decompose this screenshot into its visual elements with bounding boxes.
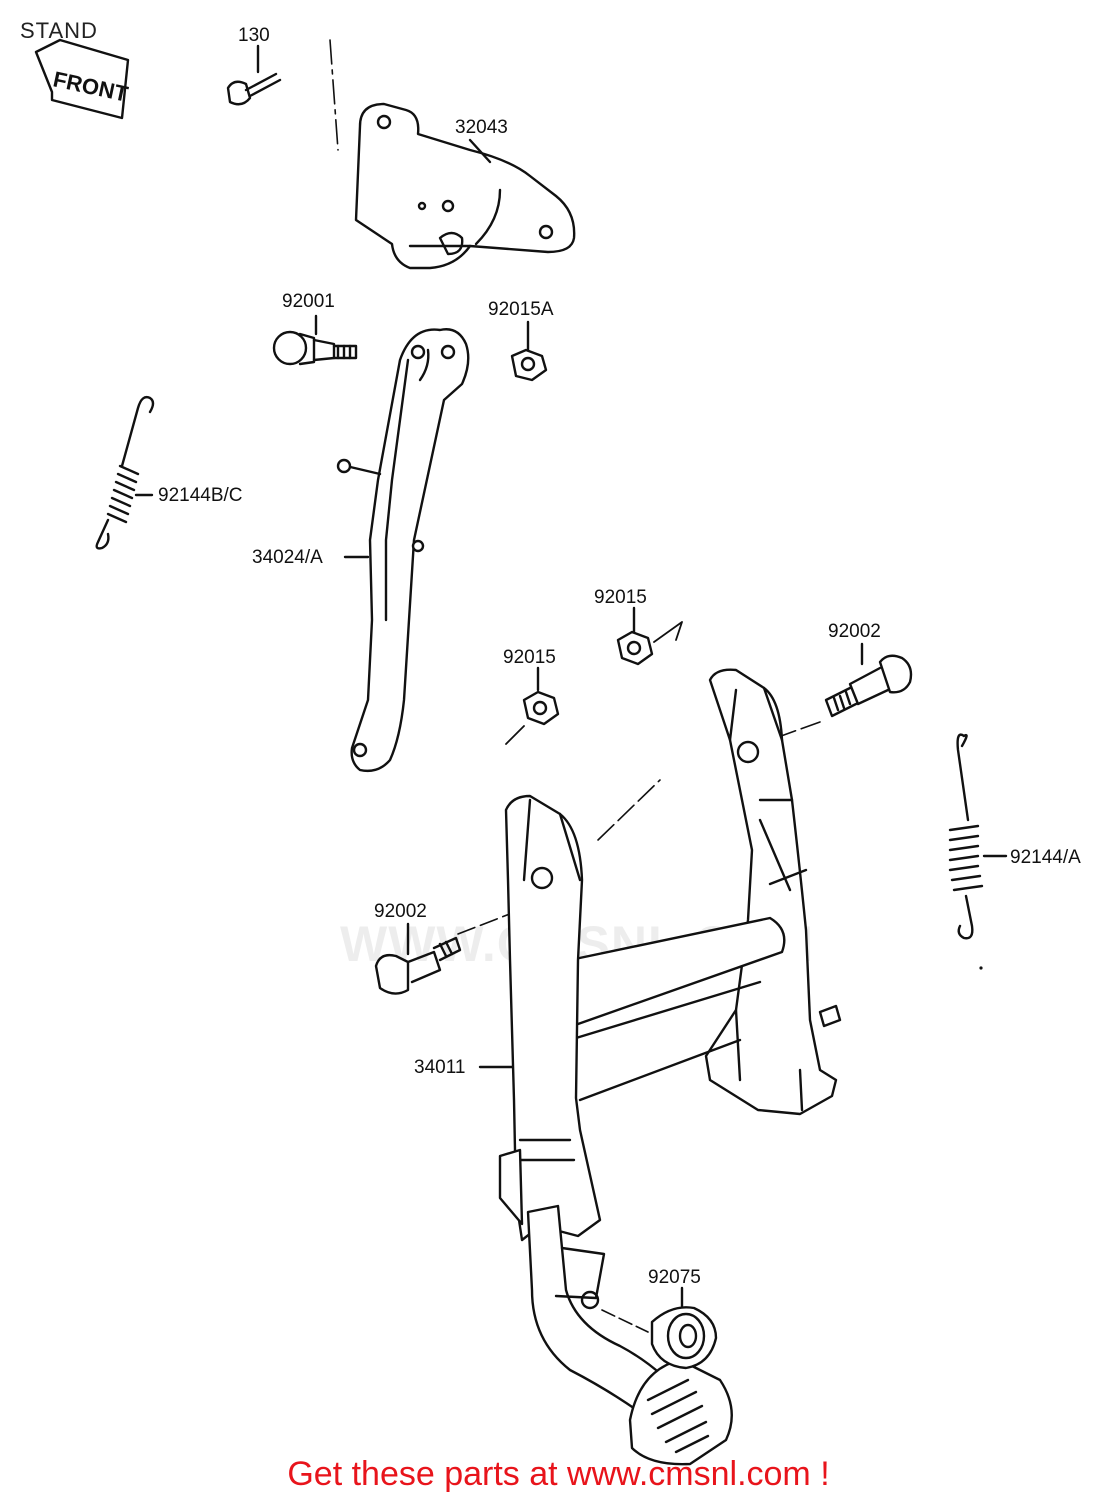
spring-92144a-icon <box>948 733 984 940</box>
center-line <box>329 39 339 151</box>
leader-32043 <box>468 138 492 164</box>
bolt-92001-icon <box>272 330 358 366</box>
part-label-92002-right: 92002 <box>828 621 881 642</box>
part-label-32043: 32043 <box>455 117 508 138</box>
bracket-32043-icon <box>354 102 576 270</box>
part-label-92002-left: 92002 <box>374 901 427 922</box>
part-label-130: 130 <box>238 25 270 46</box>
side-stand-34024a-icon <box>336 328 470 773</box>
footer-link-text[interactable]: Get these parts at www.cmsnl.com ! <box>287 1455 830 1493</box>
part-label-92144bc: 92144B/C <box>158 485 243 506</box>
page-title: STAND <box>20 18 98 43</box>
bushing-92075-icon <box>650 1306 718 1370</box>
bolt-130-icon <box>226 72 282 106</box>
center-stand-34011-icon <box>498 668 842 1466</box>
part-label-92015a: 92015A <box>488 299 554 320</box>
part-label-92075: 92075 <box>648 1267 701 1288</box>
bolt-92002-right-icon <box>824 654 913 718</box>
part-label-92015-mid: 92015 <box>503 647 556 668</box>
spring-92144bc-icon <box>95 395 155 550</box>
front-arrow-icon: FRONT <box>34 38 131 120</box>
part-label-34011: 34011 <box>414 1057 466 1078</box>
nut-92015-top-icon <box>616 630 654 666</box>
nut-92015a-icon <box>510 348 548 382</box>
part-label-92001: 92001 <box>282 291 335 312</box>
part-label-92015-top: 92015 <box>594 587 647 608</box>
part-label-34024a: 34024/A <box>252 547 323 568</box>
part-label-92144a: 92144/A <box>1010 847 1081 868</box>
nut-92015-mid-icon <box>522 690 560 726</box>
bolt-92002-left-icon <box>374 936 462 995</box>
